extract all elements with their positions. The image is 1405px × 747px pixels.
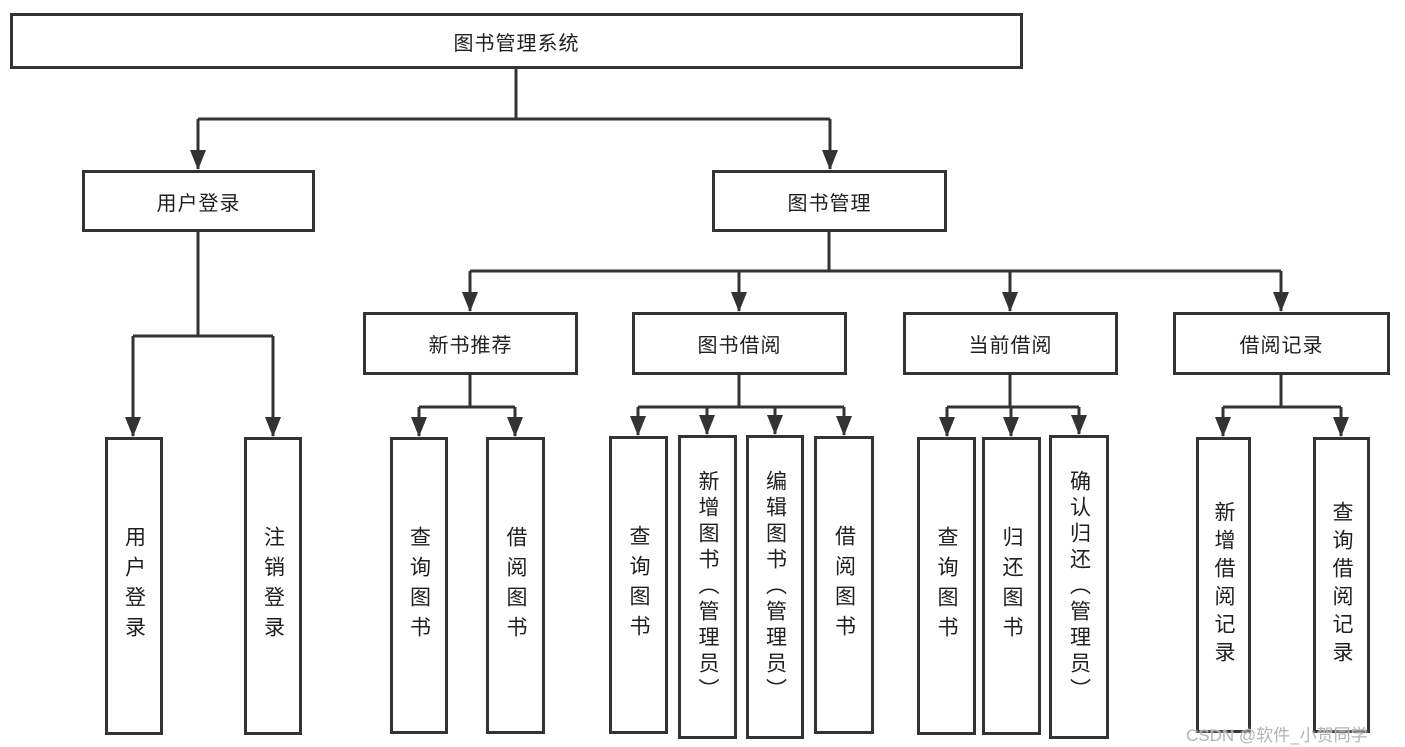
- node-leaf-cb-confirm-return-admin: 确认归还（管理员）: [1049, 435, 1109, 739]
- node-leaf-nb-borrow-books: 借阅图书: [486, 437, 545, 734]
- node-leaf-br-add-record: 新增借阅记录: [1196, 437, 1251, 733]
- node-leaf-cb-query-books: 查询图书: [917, 437, 976, 735]
- node-leaf-bb-query-books: 查询图书: [609, 436, 668, 734]
- csdn-watermark: CSDN @软件_小贺同学: [1186, 726, 1368, 745]
- leaf-label: 新增图书（管理员）: [696, 470, 719, 704]
- connector-current-trunk: [947, 375, 1079, 409]
- connector-borrow-trunk: [638, 375, 844, 409]
- node-user-login-group: 用户登录: [82, 170, 315, 232]
- node-leaf-user-login: 用户登录: [105, 437, 163, 735]
- leaf-label: 借阅图书: [832, 525, 856, 645]
- node-leaf-logout: 注销登录: [244, 437, 302, 735]
- leaf-label: 编辑图书（管理员）: [763, 470, 787, 704]
- node-leaf-bb-edit-books-admin: 编辑图书（管理员）: [746, 435, 804, 739]
- connector-newbook-trunk: [419, 375, 515, 409]
- leaf-label: 用户登录: [122, 526, 146, 646]
- connector-records-trunk: [1223, 375, 1341, 409]
- connector-login-trunk: [133, 232, 273, 338]
- leaf-label: 归还图书: [1000, 526, 1023, 646]
- node-book-borrowing: 图书借阅: [632, 312, 847, 375]
- node-current-borrowing: 当前借阅: [903, 312, 1118, 375]
- leaf-label: 查询图书: [627, 525, 650, 645]
- leaf-label: 注销登录: [261, 526, 285, 646]
- node-leaf-cb-return-books: 归还图书: [982, 437, 1041, 735]
- leaf-label: 新增借阅记录: [1212, 501, 1235, 669]
- node-leaf-nb-query-books: 查询图书: [390, 437, 448, 734]
- leaf-label: 查询图书: [407, 525, 431, 646]
- leaf-label: 确认归还（管理员）: [1067, 470, 1091, 704]
- node-new-book-recommend: 新书推荐: [363, 312, 578, 375]
- node-leaf-bb-add-books-admin: 新增图书（管理员）: [678, 435, 737, 739]
- connector-root-trunk: [198, 69, 830, 121]
- node-leaf-br-query-record: 查询借阅记录: [1313, 437, 1370, 733]
- leaf-label: 查询借阅记录: [1330, 501, 1353, 669]
- connector-mgmt-trunk: [470, 232, 1281, 273]
- node-root: 图书管理系统: [10, 13, 1023, 69]
- leaf-label: 查询图书: [935, 526, 958, 646]
- node-leaf-bb-borrow-books: 借阅图书: [814, 436, 874, 734]
- node-book-management: 图书管理: [712, 170, 947, 232]
- node-borrowing-records: 借阅记录: [1173, 312, 1390, 375]
- leaf-label: 借阅图书: [504, 525, 527, 646]
